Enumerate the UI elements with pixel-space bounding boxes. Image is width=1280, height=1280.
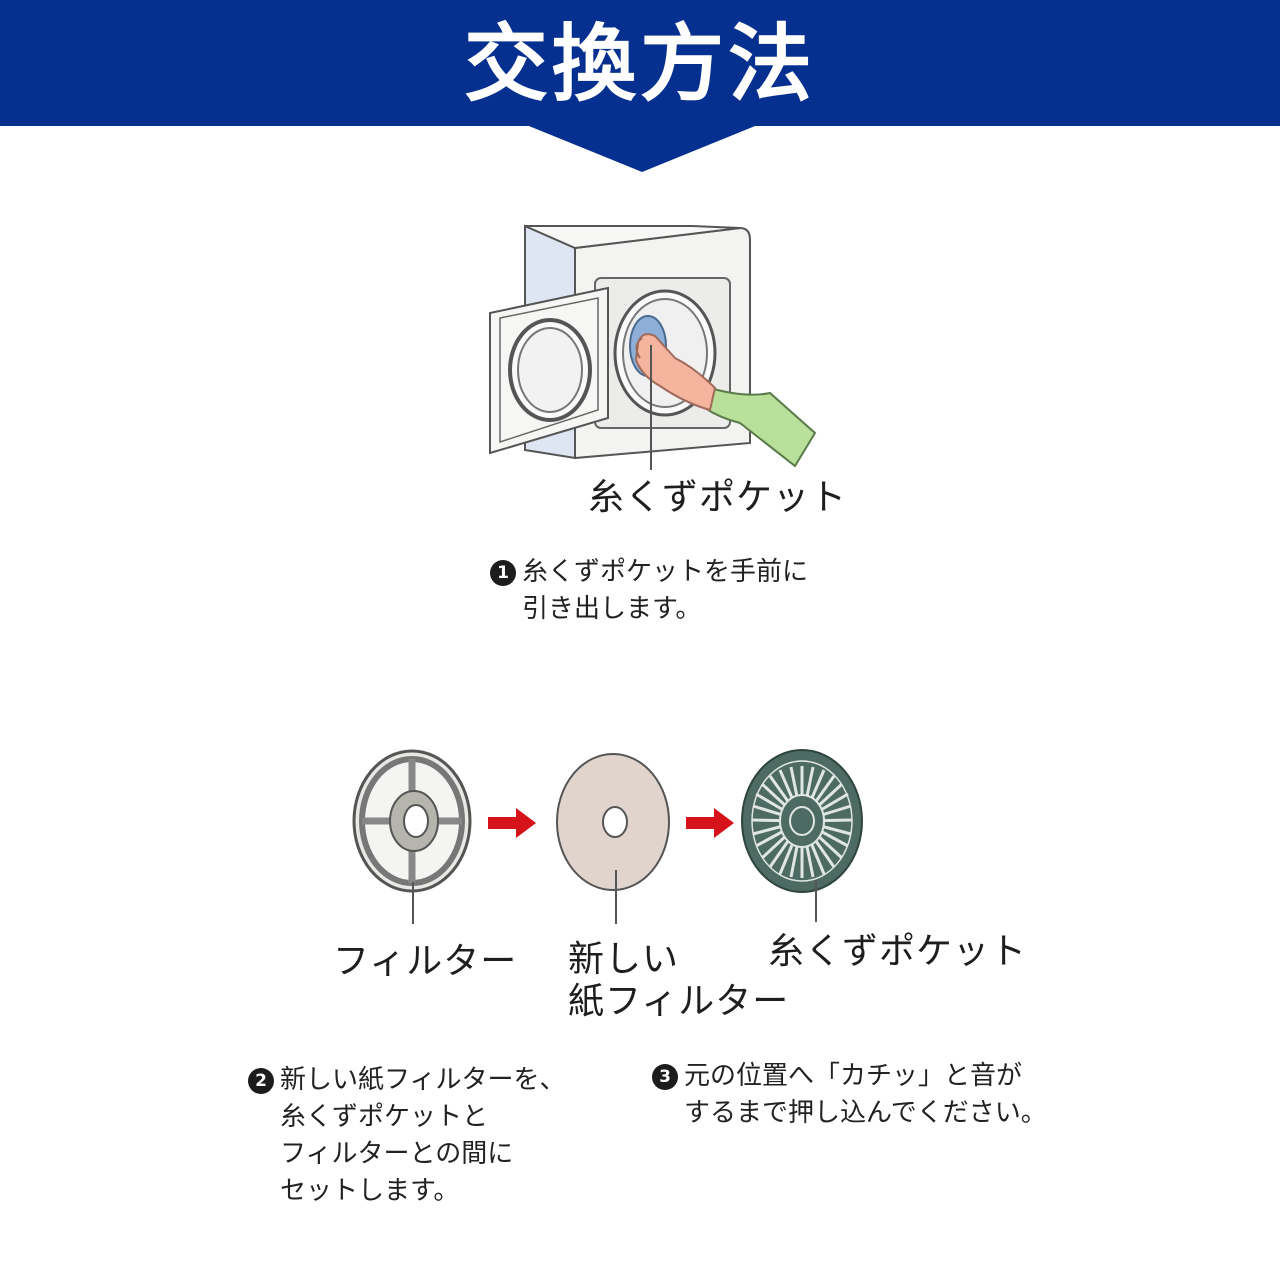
step-text: セットします。 [280, 1176, 460, 1206]
filter-leader-line [412, 882, 414, 924]
paper-filter-illustration [556, 753, 670, 891]
step-text: 引き出します。 [522, 594, 702, 624]
page-title: 交換方法 [463, 15, 816, 113]
dryer-illustration [489, 224, 817, 468]
filter-frame-illustration [352, 749, 472, 893]
arrow-right-icon [488, 808, 536, 838]
step-number-badge: 3 [652, 1064, 678, 1090]
step-text: 糸くずポケットと [280, 1102, 489, 1132]
callout-leader-line [650, 345, 652, 470]
step-text: するまで押し込んでください。 [684, 1098, 1047, 1128]
banner-chevron [524, 124, 760, 172]
arrow-right-icon [686, 808, 734, 838]
paper-filter-leader-line [615, 870, 617, 924]
step-number-badge: 1 [490, 560, 516, 586]
lint-pocket-illustration [741, 749, 863, 893]
label-lint-pocket: 糸くずポケット [768, 931, 1028, 972]
step-number-badge: 2 [248, 1068, 274, 1094]
step-text: 糸くずポケットを手前に [522, 557, 809, 587]
step-text: フィルターとの間に [280, 1139, 514, 1169]
header-banner [0, 0, 1280, 126]
label-filter: フィルター [333, 941, 518, 982]
label-new-paper-filter-line2: 紙フィルター [568, 981, 790, 1022]
step-text: 元の位置へ「カチッ」と音が [684, 1061, 1023, 1091]
label-new-paper-filter-line1: 新しい [568, 939, 680, 980]
lint-pocket-leader-line [815, 880, 817, 922]
step-text: 新しい紙フィルターを、 [280, 1065, 566, 1095]
callout-lint-pocket: 糸くずポケット [588, 477, 848, 518]
